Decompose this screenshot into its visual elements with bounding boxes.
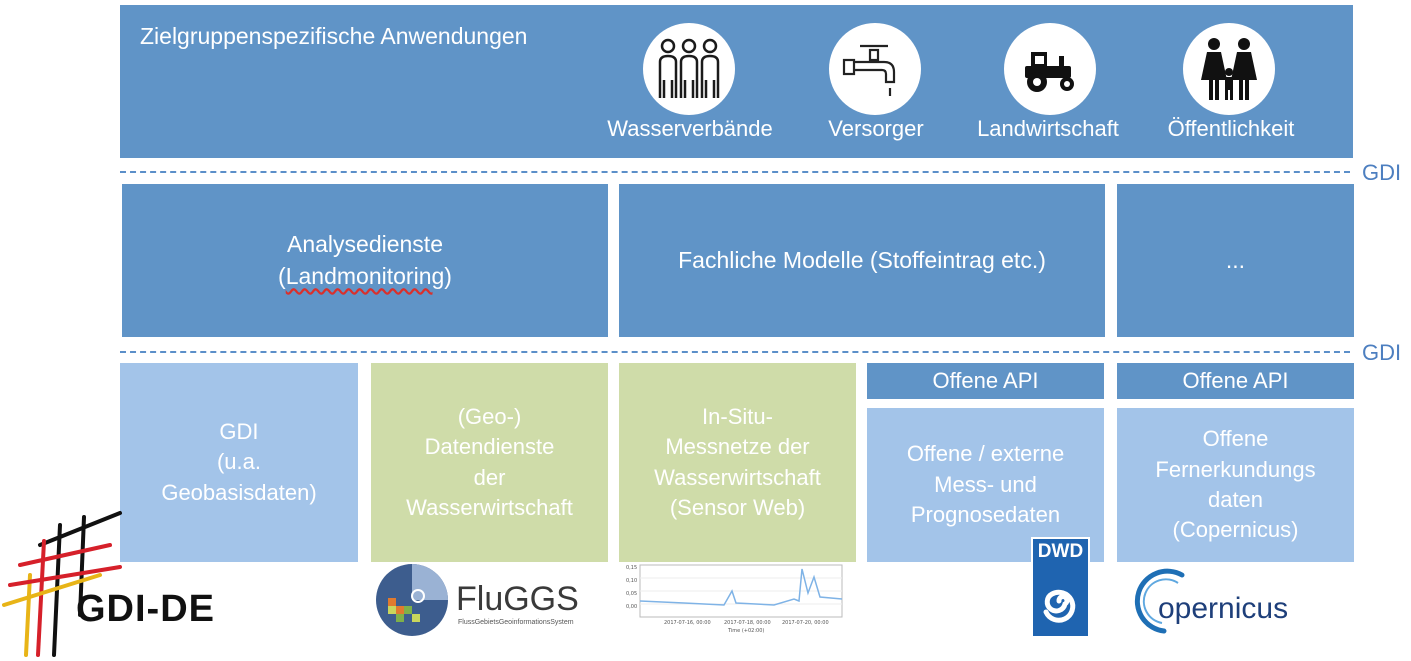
- svg-text:0,00: 0,00: [626, 604, 637, 610]
- remote-sensing-box: Offene Fernerkundungs daten (Copernicus): [1117, 408, 1354, 562]
- analysis-services-line1: Analysedienste: [287, 230, 443, 257]
- more-services-box: ...: [1117, 184, 1354, 337]
- svg-text:0,15: 0,15: [626, 565, 637, 571]
- gdi-separator-label-1: GDI: [1362, 160, 1402, 185]
- people-icon: [658, 38, 720, 98]
- open-api-label-2: Offene API: [1117, 363, 1354, 399]
- technical-models-box: Fachliche Modelle (Stoffeintrag etc.): [619, 184, 1105, 337]
- sensor-timeseries-thumbnail: 0,15 0,10 0,05 0,00 2017-07-16, 00:00 2017-0…: [626, 564, 843, 634]
- external-data-line3: Prognosedaten: [910, 502, 1061, 528]
- family-icon: [1201, 38, 1257, 100]
- gdi-separator-label-2: GDI: [1362, 340, 1402, 365]
- open-api-label-1: Offene API: [867, 363, 1104, 399]
- dwd-swirl-icon: [1043, 589, 1076, 623]
- target-applications-title: Zielgruppenspezifische Anwendungen: [140, 23, 528, 49]
- svg-text:Time (+02:00): Time (+02:00): [727, 628, 764, 634]
- agriculture-icon-circle: [1004, 23, 1096, 115]
- gdi-separator-line-2: [120, 351, 1350, 353]
- in-situ-line1: In-Situ-: [702, 403, 773, 429]
- fluggs-logo-subtitle: FlussGebietsGeoinformationsSystem: [458, 619, 574, 626]
- tractor-icon: [1025, 52, 1074, 92]
- external-data-box: Offene / externe Mess- und Prognosedaten: [867, 408, 1104, 562]
- group-label-suppliers: Versorger: [828, 116, 924, 141]
- remote-sensing-line3: daten: [1207, 487, 1264, 512]
- fluggs-logo-text: FluGGS: [456, 580, 579, 618]
- gdi-base-data-line1: GDI: [219, 418, 259, 444]
- analysis-services-box: Analysedienste (Landmonitoring): [122, 184, 608, 337]
- geo-data-line3: der: [473, 464, 506, 490]
- dwd-logo-text: DWD: [1037, 541, 1084, 562]
- geo-data-line1: (Geo-): [457, 403, 522, 429]
- land-monitoring-word: Landmonitoring: [285, 262, 445, 289]
- dwd-logo: DWD: [1031, 537, 1090, 638]
- remote-sensing-line2: Fernerkundungs: [1155, 456, 1316, 482]
- remote-sensing-line4: (Copernicus): [1172, 517, 1299, 543]
- group-label-public: Öffentlichkeit: [1167, 116, 1295, 141]
- fluggs-logo-graphic: [376, 564, 448, 636]
- in-situ-line4: (Sensor Web): [669, 494, 806, 520]
- remote-sensing-line1: Offene: [1202, 426, 1269, 452]
- public-icon-circle: [1183, 23, 1275, 115]
- group-label-water-associations: Wasserverbände: [607, 116, 773, 141]
- suppliers-icon-circle: [829, 23, 921, 115]
- target-applications-panel: Zielgruppenspezifische Anwendungen: [120, 5, 1353, 158]
- gdi-de-logo-text: GDI-DE: [76, 588, 215, 630]
- in-situ-line2: Messnetze der: [665, 434, 810, 460]
- geo-data-services-box: (Geo-) Datendienste der Wasserwirtschaft: [371, 363, 608, 562]
- analysis-services-line2: (Landmonitoring): [278, 262, 452, 289]
- geo-data-line4: Wasserwirtschaft: [406, 494, 573, 520]
- gdi-base-data-line2: (u.a.: [216, 449, 261, 475]
- gdi-separator-line-1: [120, 171, 1350, 173]
- gdi-base-data-line3: Geobasisdaten): [161, 479, 317, 505]
- external-data-line1: Offene / externe: [906, 441, 1065, 467]
- gdi-de-logo-graphic: [2, 511, 122, 657]
- in-situ-networks-box: In-Situ- Messnetze der Wasserwirtschaft …: [619, 363, 856, 562]
- geo-data-line2: Datendienste: [424, 434, 555, 460]
- water-associations-icon-circle: [643, 23, 735, 115]
- copernicus-logo-text: opernicus: [1158, 592, 1289, 625]
- svg-text:2017-07-20, 00:00: 2017-07-20, 00:00: [782, 620, 829, 626]
- copernicus-logo-arc: [1134, 568, 1185, 634]
- svg-text:2017-07-18, 00:00: 2017-07-18, 00:00: [724, 620, 771, 626]
- gdi-base-data-box: GDI (u.a. Geobasisdaten): [120, 363, 358, 562]
- svg-text:0,10: 0,10: [626, 578, 637, 584]
- external-data-line2: Mess- und: [934, 471, 1037, 497]
- water-tap-icon: [842, 44, 896, 96]
- svg-text:2017-07-16, 00:00: 2017-07-16, 00:00: [664, 620, 711, 626]
- group-label-agriculture: Landwirtschaft: [977, 116, 1119, 141]
- svg-text:0,05: 0,05: [626, 591, 637, 597]
- in-situ-line3: Wasserwirtschaft: [654, 464, 821, 490]
